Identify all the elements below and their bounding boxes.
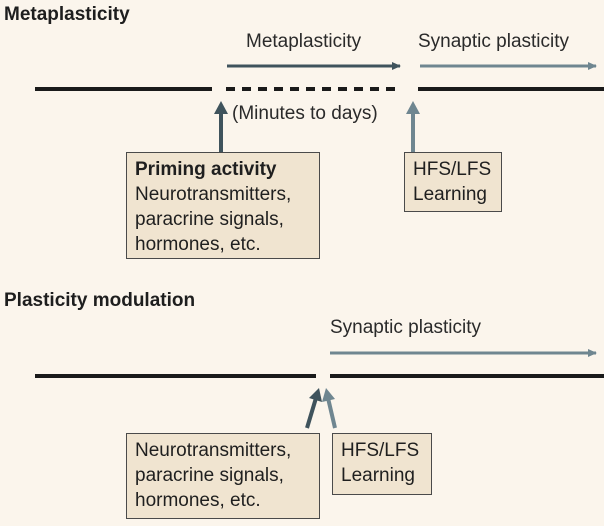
priming-activity-title: Priming activity [135, 159, 277, 180]
synaptic-plasticity-label-top: Synaptic plasticity [418, 31, 570, 52]
modulator-line: paracrine signals, [135, 465, 284, 486]
trigger-up-arrow-top [406, 101, 420, 152]
trigger-line: HFS/LFS [341, 440, 420, 461]
modulator-box: Neurotransmitters, paracrine signals, ho… [126, 433, 320, 519]
trigger-line: Learning [341, 465, 415, 486]
modulator-line: hormones, etc. [135, 490, 261, 511]
priming-line: hormones, etc. [135, 234, 261, 255]
priming-line: paracrine signals, [135, 209, 284, 230]
trigger-up-arrow-bottom [322, 388, 337, 429]
trigger-line: HFS/LFS [413, 159, 492, 180]
priming-activity-box: Priming activity Neurotransmitters, para… [126, 152, 320, 259]
trigger-line: Learning [413, 184, 487, 205]
synaptic-plasticity-label-bottom: Synaptic plasticity [330, 317, 482, 338]
plasticity-modulation-heading: Plasticity modulation [4, 290, 196, 311]
metaplasticity-arrow-label: Metaplasticity [246, 31, 362, 52]
priming-up-arrow [214, 101, 228, 152]
interval-label: (Minutes to days) [232, 103, 378, 124]
trigger-box-top: HFS/LFS Learning [404, 152, 502, 212]
priming-line: Neurotransmitters, [135, 184, 292, 205]
modulator-line: Neurotransmitters, [135, 440, 292, 461]
trigger-box-bottom: HFS/LFS Learning [332, 433, 432, 495]
metaplasticity-heading: Metaplasticity [4, 4, 130, 25]
modulator-up-arrow [305, 388, 322, 429]
